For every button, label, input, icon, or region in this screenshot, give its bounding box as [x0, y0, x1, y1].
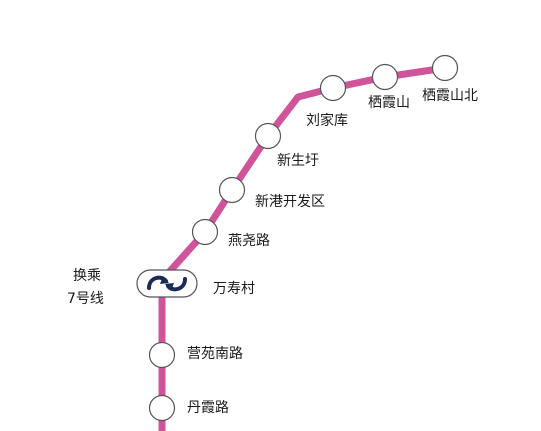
transfer-note: 换乘 7号线	[67, 267, 104, 307]
station-label: 营苑南路	[187, 346, 243, 362]
metro-route-line	[158, 64, 449, 431]
station-xinshengyu[interactable]: 新生圩	[254, 122, 320, 170]
station-label: 新生圩	[277, 153, 319, 169]
station-label: 栖霞山	[368, 95, 410, 111]
transfer-note-line1: 换乘	[73, 267, 101, 284]
station-label: 刘家库	[306, 112, 348, 129]
station-marker[interactable]	[191, 218, 219, 246]
station-xingangkaifaqu[interactable]: 新港开发区	[218, 176, 326, 211]
transfer-note-line2: 7号线	[67, 291, 104, 307]
station-yingyuannanlu[interactable]: 营苑南路	[148, 341, 244, 369]
station-label: 万寿村	[213, 280, 255, 297]
station-label: 栖霞山北	[422, 88, 478, 104]
station-yanyaolu[interactable]: 燕尧路	[191, 218, 271, 250]
station-label: 丹霞路	[187, 400, 229, 416]
station-marker[interactable]	[371, 63, 399, 91]
station-label: 新港开发区	[255, 194, 325, 210]
station-liujiaku[interactable]: 刘家库	[306, 74, 348, 130]
station-qixiashan[interactable]: 栖霞山	[368, 63, 410, 112]
station-label: 燕尧路	[228, 233, 270, 249]
station-marker[interactable]	[319, 74, 347, 102]
transfer-arrows-icon	[147, 275, 187, 292]
station-marker[interactable]	[148, 394, 176, 422]
station-marker[interactable]	[431, 54, 459, 82]
station-wanshoucun[interactable]: 万寿村	[136, 269, 255, 298]
station-danxialu[interactable]: 丹霞路	[148, 394, 230, 422]
station-marker[interactable]	[254, 122, 282, 150]
transfer-station-marker[interactable]	[136, 269, 198, 298]
station-marker[interactable]	[148, 341, 176, 369]
station-qixiashanbei[interactable]: 栖霞山北	[422, 54, 478, 105]
station-marker[interactable]	[218, 176, 246, 204]
